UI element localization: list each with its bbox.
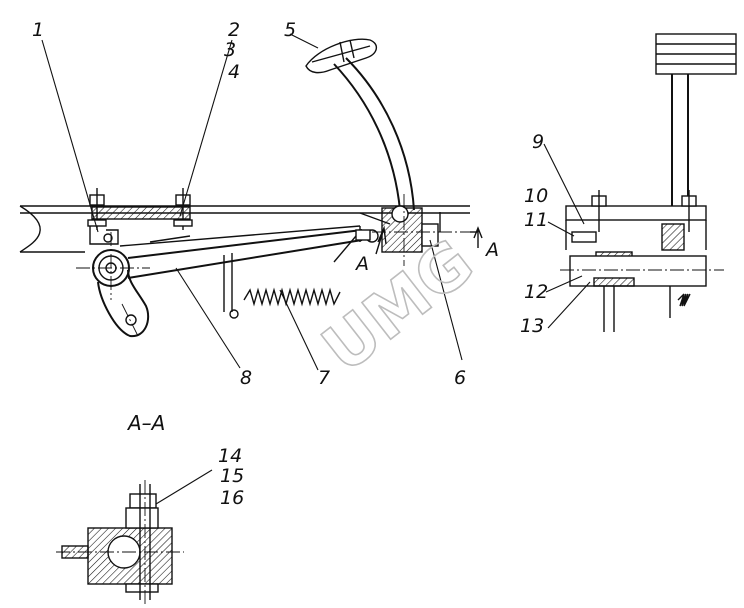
section-a-a: [56, 480, 184, 604]
section-title: A–A: [126, 411, 165, 435]
side-view: [19, 38, 483, 338]
pivot-lever: [76, 232, 150, 338]
callout-14: 14: [218, 445, 242, 467]
callout-1: 1: [32, 19, 44, 41]
callout-6: 6: [454, 367, 466, 389]
section-arrows: [375, 225, 483, 255]
pull-rod: [119, 225, 379, 279]
end-view: [560, 33, 737, 332]
callout-4: 4: [228, 61, 240, 83]
callout-5: 5: [284, 19, 296, 41]
return-spring: [223, 235, 357, 319]
callout-7: 7: [318, 367, 330, 389]
pedal-hub: [372, 194, 470, 266]
callout-3: 3: [224, 39, 236, 61]
leader-lines: [41, 33, 591, 505]
callout-15: 15: [220, 465, 244, 487]
callout-10: 10: [524, 185, 548, 207]
callout-8: 8: [240, 367, 252, 389]
section-mark-a-left: A: [354, 253, 369, 275]
callout-12: 12: [524, 281, 548, 303]
brake-pedal: [305, 38, 415, 211]
section-mark-a-right: A: [484, 239, 499, 261]
callout-11: 11: [524, 209, 548, 231]
callout-2: 2: [228, 19, 240, 41]
callout-16: 16: [220, 487, 244, 509]
callout-9: 9: [532, 131, 544, 153]
callout-13: 13: [520, 315, 544, 337]
mounting-bracket: [87, 188, 193, 245]
